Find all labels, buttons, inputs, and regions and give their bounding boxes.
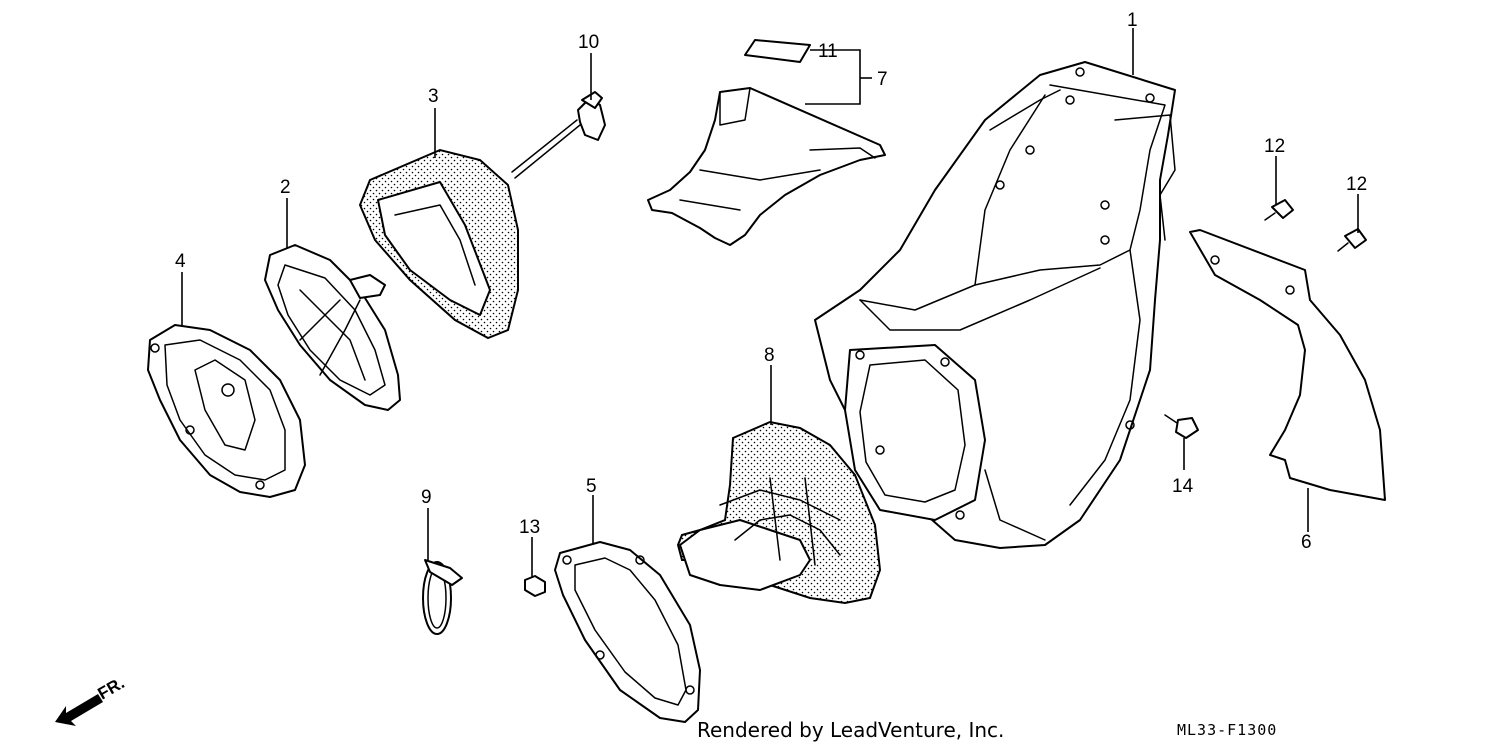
filter-holder (264, 244, 401, 411)
callout-9: 9 (421, 487, 432, 508)
filter-base-plate (147, 324, 306, 498)
intake-boot (676, 420, 882, 605)
wing-bolt (511, 91, 606, 179)
render-credit: Rendered by LeadVenture, Inc. (697, 718, 1005, 742)
boot-gasket (554, 541, 701, 723)
callout-12-a: 12 (1264, 136, 1285, 157)
nut-13 (524, 575, 546, 597)
callout-3: 3 (428, 86, 439, 107)
hose-clamp (422, 559, 463, 635)
callout-6: 6 (1301, 532, 1312, 553)
case-bolt-holes (855, 67, 1155, 520)
bolt-12-b (1337, 228, 1367, 252)
air-cleaner-case (814, 61, 1176, 549)
callout-11: 11 (818, 41, 838, 62)
callout-labels: 1 2 3 4 5 6 7 8 9 10 11 12 12 13 14 (175, 10, 1367, 553)
bolt-12-a (1264, 199, 1294, 221)
bolt-14 (1164, 414, 1199, 439)
callout-10: 10 (578, 32, 599, 53)
callout-1: 1 (1127, 10, 1138, 31)
callout-7: 7 (877, 69, 888, 90)
front-direction-arrow: FR. (55, 673, 128, 726)
callout-2: 2 (280, 177, 291, 198)
leader-lines (181, 28, 1359, 577)
diagram-code: ML33-F1300 (1177, 721, 1278, 739)
callout-13: 13 (519, 517, 540, 538)
arrow-icon (55, 694, 103, 726)
case-cover (647, 87, 886, 246)
callout-8: 8 (764, 345, 775, 366)
callout-14: 14 (1172, 476, 1194, 497)
callout-5: 5 (586, 476, 597, 497)
filter-label-sticker (744, 39, 811, 63)
callout-4: 4 (175, 251, 186, 272)
callout-12-b: 12 (1346, 174, 1367, 195)
side-plate (1189, 229, 1386, 501)
air-filter-element (358, 148, 519, 340)
